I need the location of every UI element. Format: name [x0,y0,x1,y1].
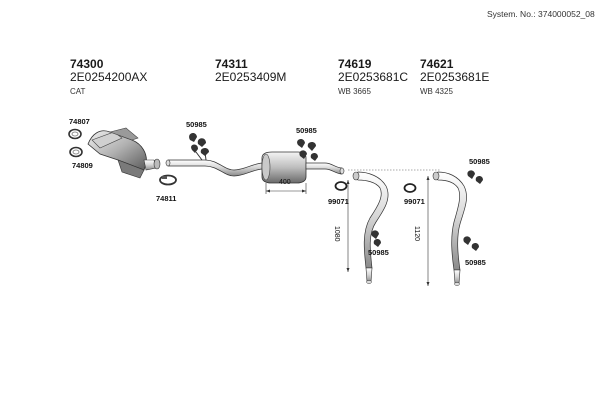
callout-74807: 74807 [69,117,90,126]
dimension-400 [265,183,307,194]
gasket-ring-icon [68,128,83,158]
rear-pipe-74621 [403,170,483,286]
part-code-3: 2E0253681C [338,70,409,84]
callout-74811: 74811 [156,194,177,203]
part-code-1: 2E0254200AX [70,70,148,84]
part-note-1: CAT [70,87,86,96]
dimension-label-1080: 1080 [333,226,340,242]
clamp-icon [159,174,177,186]
callout-99071-1: 99071 [328,197,349,206]
dimension-label-400: 400 [279,179,291,186]
callout-99071-2: 99071 [404,197,425,206]
middle-muffler [261,151,345,184]
part-number-1: 74300 [70,57,104,71]
rubber-hanger-icon [189,133,318,161]
callout-50985-5: 50985 [465,258,486,267]
callout-74809: 74809 [72,161,93,170]
part-note-4: WB 4325 [420,87,453,96]
rear-pipe-74619 [334,169,440,284]
catalytic-converter [87,127,161,179]
part-number-4: 74621 [420,57,454,71]
part-code-2: 2E0253409M [215,70,287,84]
part-code-4: 2E0253681E [420,70,490,84]
callout-50985-2: 50985 [296,126,317,135]
part-number-2: 74311 [215,57,248,71]
callout-50985-4: 50985 [469,157,490,166]
system-number: System. No.: 374000052_08 [487,9,595,19]
callout-50985-3: 50985 [368,248,389,257]
middle-pipe [165,151,263,177]
callout-50985-1: 50985 [186,120,207,129]
dimension-label-1120: 1120 [413,226,420,242]
part-note-3: WB 3665 [338,87,371,96]
part-number-3: 74619 [338,57,372,71]
